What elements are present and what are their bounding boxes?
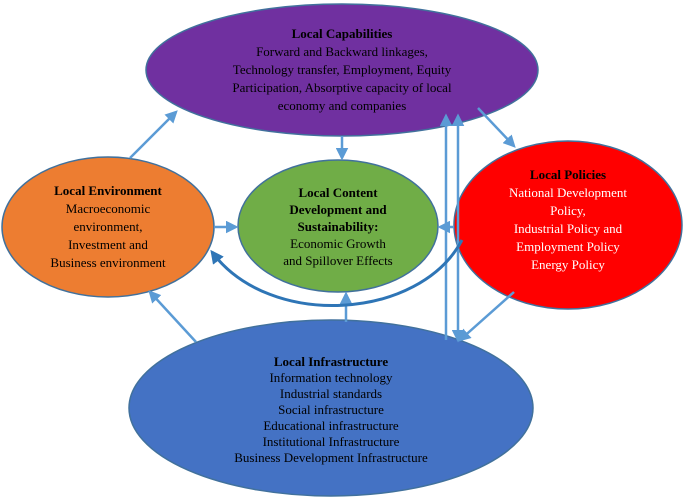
infrastructure-title: Local Infrastructure (273, 354, 389, 369)
capabilities-line: economy and companies (277, 98, 407, 113)
infrastructure-node: Local Infrastructure Information technol… (170, 344, 492, 476)
center-title-line: Local Content (298, 184, 378, 200)
center-node: Local Content Development and Sustainabi… (250, 170, 426, 282)
center-title-line: Sustainability: (297, 218, 379, 234)
policies-node: Local Policies National Development Poli… (480, 160, 656, 280)
arrow-env-to-cap (129, 110, 178, 159)
policies-title: Local Policies (529, 167, 607, 182)
infrastructure-line: Industrial standards (279, 386, 383, 401)
arrows-group (129, 107, 516, 343)
infrastructure-line: Social infrastructure (278, 402, 384, 417)
environment-title: Local Environment (54, 183, 162, 198)
center-title-line: Development and (289, 201, 387, 217)
infrastructure-line: Educational infrastructure (263, 418, 399, 433)
infrastructure-line: Business Development Infrastructure (234, 450, 428, 465)
environment-line: Macroeconomic (65, 201, 151, 216)
policies-line: Policy, (550, 203, 586, 218)
center-line: and Spillover Effects (283, 252, 393, 268)
environment-line: environment, (73, 219, 143, 234)
capabilities-line: Participation, Absorptive capacity of lo… (232, 80, 452, 95)
capabilities-text: Local Capabilities Forward and Backward … (207, 25, 477, 115)
arrow-infra-to-env (148, 290, 197, 343)
center-text: Local Content Development and Sustainabi… (253, 184, 423, 269)
policies-line: Energy Policy (531, 257, 605, 272)
environment-line: Business environment (50, 255, 166, 270)
policies-line: Employment Policy (516, 239, 620, 254)
infrastructure-text: Local Infrastructure Information technol… (181, 354, 481, 466)
capabilities-node: Local Capabilities Forward and Backward … (168, 18, 516, 122)
capabilities-line: Forward and Backward linkages, (256, 44, 428, 59)
policies-line: National Development (508, 185, 628, 200)
arrow-pol-to-env-curved (210, 239, 464, 308)
capabilities-line: Technology transfer, Employment, Equity (232, 62, 452, 77)
environment-line: Investment and (68, 237, 148, 252)
environment-text: Local Environment Macroeconomic environm… (28, 182, 188, 272)
environment-node: Local Environment Macroeconomic environm… (22, 170, 194, 284)
arrow-cap-to-pol (477, 107, 516, 148)
infrastructure-line: Information technology (269, 370, 393, 385)
infrastructure-line: Institutional Infrastructure (262, 434, 400, 449)
policies-text: Local Policies National Development Poli… (481, 166, 656, 274)
infrastructure-ellipse (128, 319, 534, 497)
center-line: Economic Growth (290, 235, 386, 251)
arrow-pol-to-infra (458, 291, 515, 342)
capabilities-title: Local Capabilities (291, 26, 393, 41)
policies-line: Industrial Policy and (513, 221, 623, 236)
